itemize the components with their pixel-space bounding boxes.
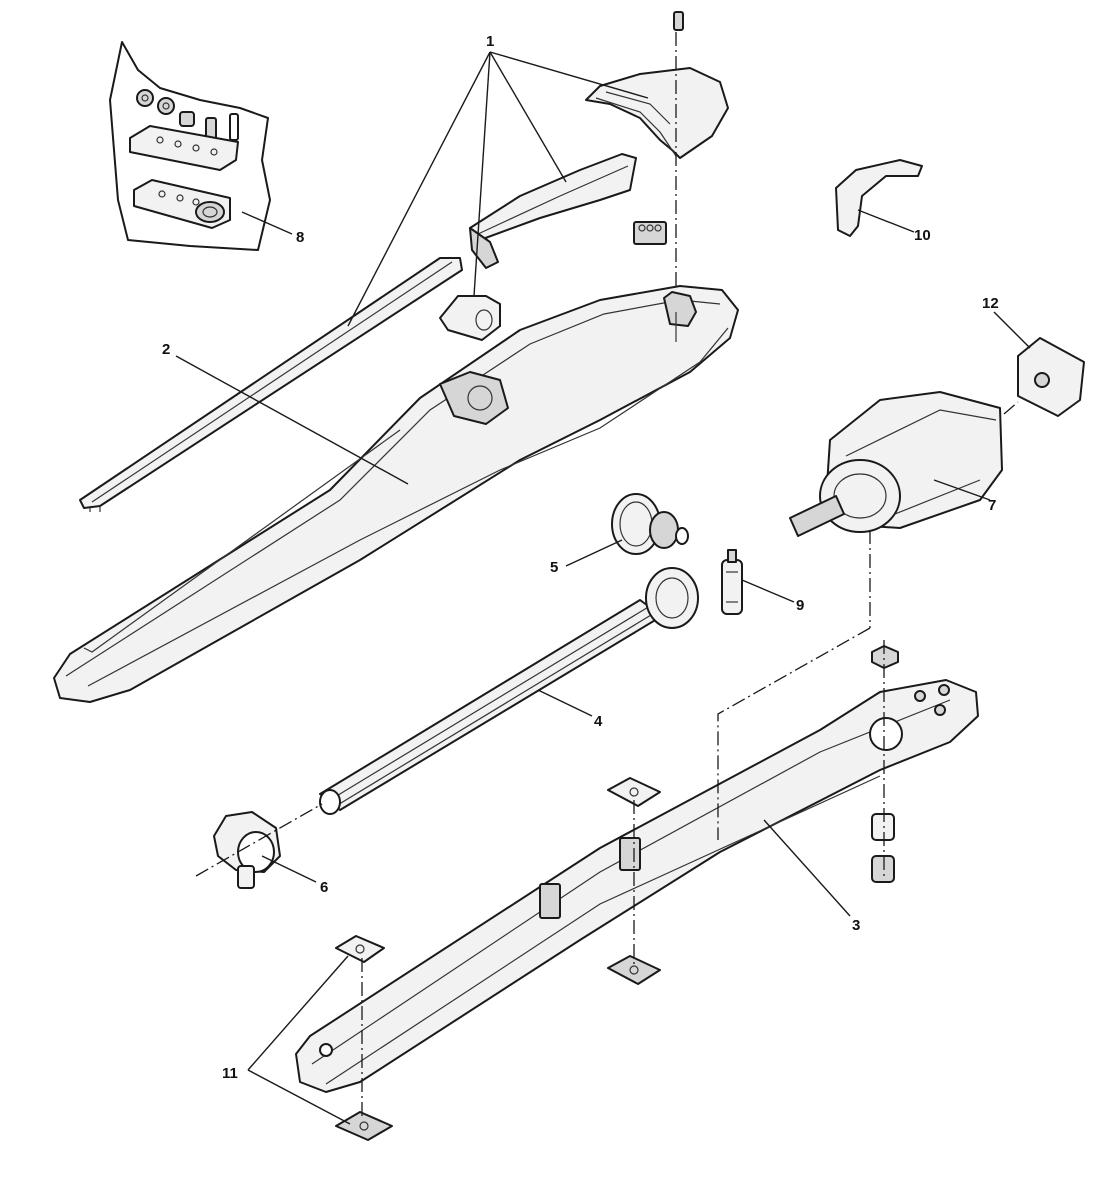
- part-9-capacitor: [721, 549, 743, 615]
- callout-1: 1: [486, 33, 494, 50]
- part-10-release-handle: [835, 159, 923, 237]
- callout-3: 3: [852, 917, 860, 934]
- part-8-bracket-kit: [109, 41, 271, 251]
- part-4-worm-screw: [319, 567, 699, 815]
- callout-8: 8: [296, 229, 304, 246]
- callout-10: 10: [914, 227, 931, 244]
- callout-4: 4: [594, 713, 603, 730]
- part-7-motor: [789, 391, 1003, 537]
- part-3-lower-housing: [295, 679, 979, 1093]
- part-12-control-board: [1017, 337, 1085, 417]
- part-1-covers: [79, 11, 729, 512]
- callout-11: 11: [222, 1065, 238, 1082]
- callout-2: 2: [162, 341, 170, 358]
- assembly-axes: [195, 32, 1019, 1120]
- part-2-upper-housing: [53, 285, 739, 703]
- callout-labels: 1 2 3 4 5 6 7 8 9 10 11 12: [162, 33, 999, 1082]
- part-11-washers: [335, 777, 661, 1141]
- callout-7: 7: [988, 497, 996, 514]
- callout-5: 5: [550, 559, 558, 576]
- part-6-rear-support: [213, 811, 281, 889]
- part-5-gear: [611, 493, 689, 555]
- leader-lines: [175, 51, 1031, 1125]
- callout-9: 9: [796, 597, 804, 614]
- callout-12: 12: [982, 295, 999, 312]
- callout-6: 6: [320, 879, 328, 896]
